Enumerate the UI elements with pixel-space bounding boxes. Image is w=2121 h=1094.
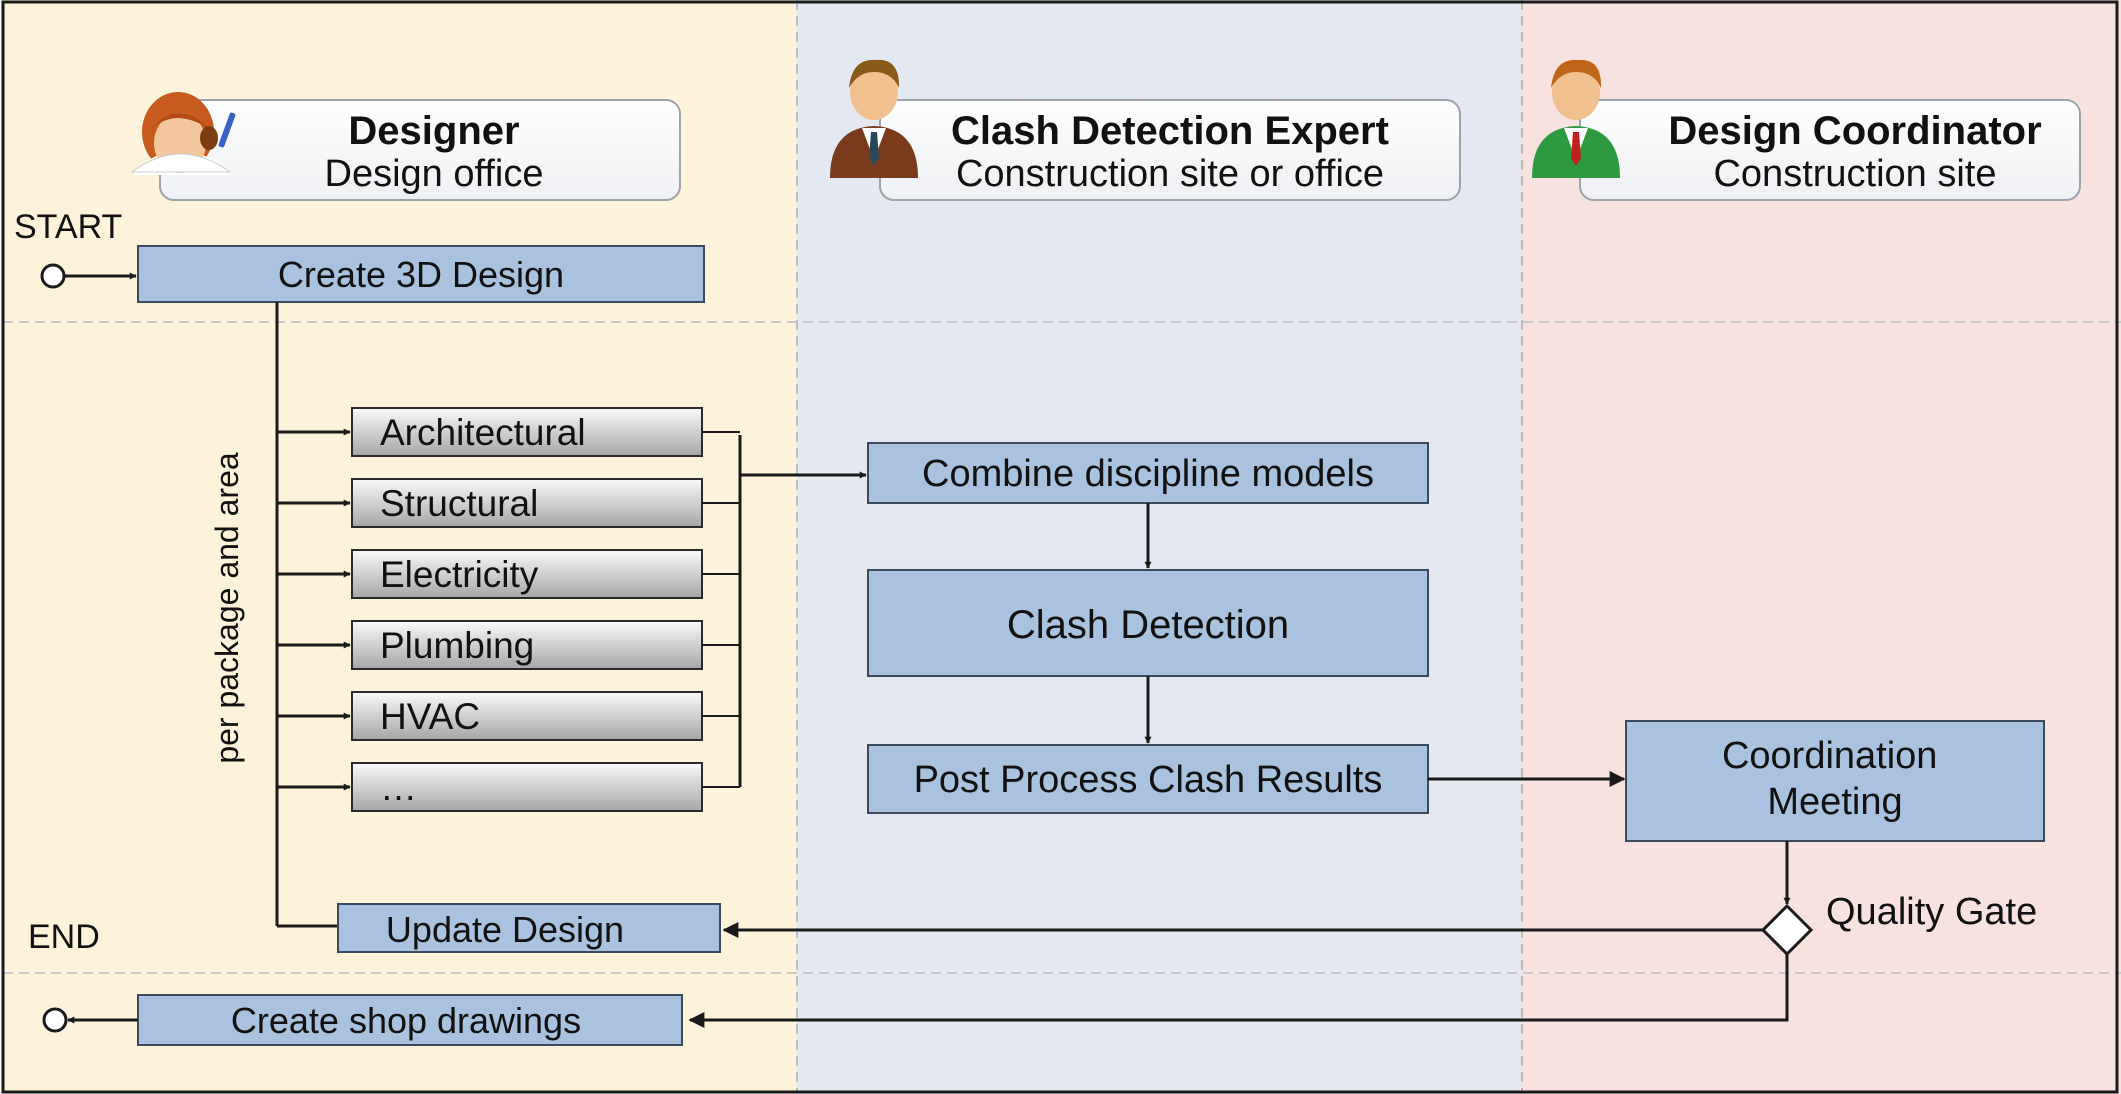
discipline-box xyxy=(351,478,703,528)
discipline-label: HVAC xyxy=(380,696,480,737)
task-coordination-meeting-label: Coordination Meeting xyxy=(1722,735,1948,823)
task-shop-drawings-label: Create shop drawings xyxy=(231,1000,581,1041)
task-shop-drawings xyxy=(137,994,683,1046)
discipline-label: Electricity xyxy=(380,554,539,595)
flow-line xyxy=(688,954,1789,1028)
lane-role-coordinator: Design Coordinator xyxy=(1668,109,2041,153)
discipline-box xyxy=(351,762,703,812)
end-event xyxy=(42,1007,68,1033)
discipline-box xyxy=(351,407,703,457)
lane-location-coordinator: Construction site xyxy=(1713,153,1996,195)
lane-role-clash-expert: Clash Detection Expert xyxy=(951,109,1389,153)
lane-location-clash-expert: Construction site or office xyxy=(956,153,1384,195)
discipline-label: Plumbing xyxy=(380,625,534,666)
task-create-3d-design-label: Create 3D Design xyxy=(278,254,564,295)
designer-woman-avatar xyxy=(130,92,236,175)
end-label: END xyxy=(28,918,100,956)
expert-man-brown-avatar xyxy=(830,59,918,178)
task-create-3d-design xyxy=(137,245,705,303)
discipline-label: Architectural xyxy=(380,412,586,453)
task-update-design-label: Update Design xyxy=(386,909,624,950)
discipline-list: ArchitecturalStructuralElectricityPlumbi… xyxy=(277,407,740,812)
start-event xyxy=(40,263,66,289)
task-post-process-label: Post Process Clash Results xyxy=(914,759,1383,801)
lane-role-designer: Designer xyxy=(348,109,519,153)
discipline-label: … xyxy=(380,767,417,808)
task-clash-detection xyxy=(867,569,1429,677)
discipline-box xyxy=(351,691,703,741)
quality-gate-label: Quality Gate xyxy=(1826,891,2037,933)
side-label-per-package: per package and area xyxy=(209,452,245,764)
task-combine-models xyxy=(867,442,1429,504)
task-clash-detection-label: Clash Detection xyxy=(1007,603,1289,647)
task-update-design xyxy=(337,903,721,953)
discipline-box xyxy=(351,549,703,599)
start-label: START xyxy=(14,208,122,246)
task-combine-models-label: Combine discipline models xyxy=(922,453,1374,495)
lane-location-designer: Design office xyxy=(325,153,544,195)
task-coordination-meeting xyxy=(1625,720,2045,842)
discipline-box xyxy=(351,620,703,670)
discipline-label: Structural xyxy=(380,483,538,524)
coordinator-man-green-avatar xyxy=(1532,59,1620,178)
